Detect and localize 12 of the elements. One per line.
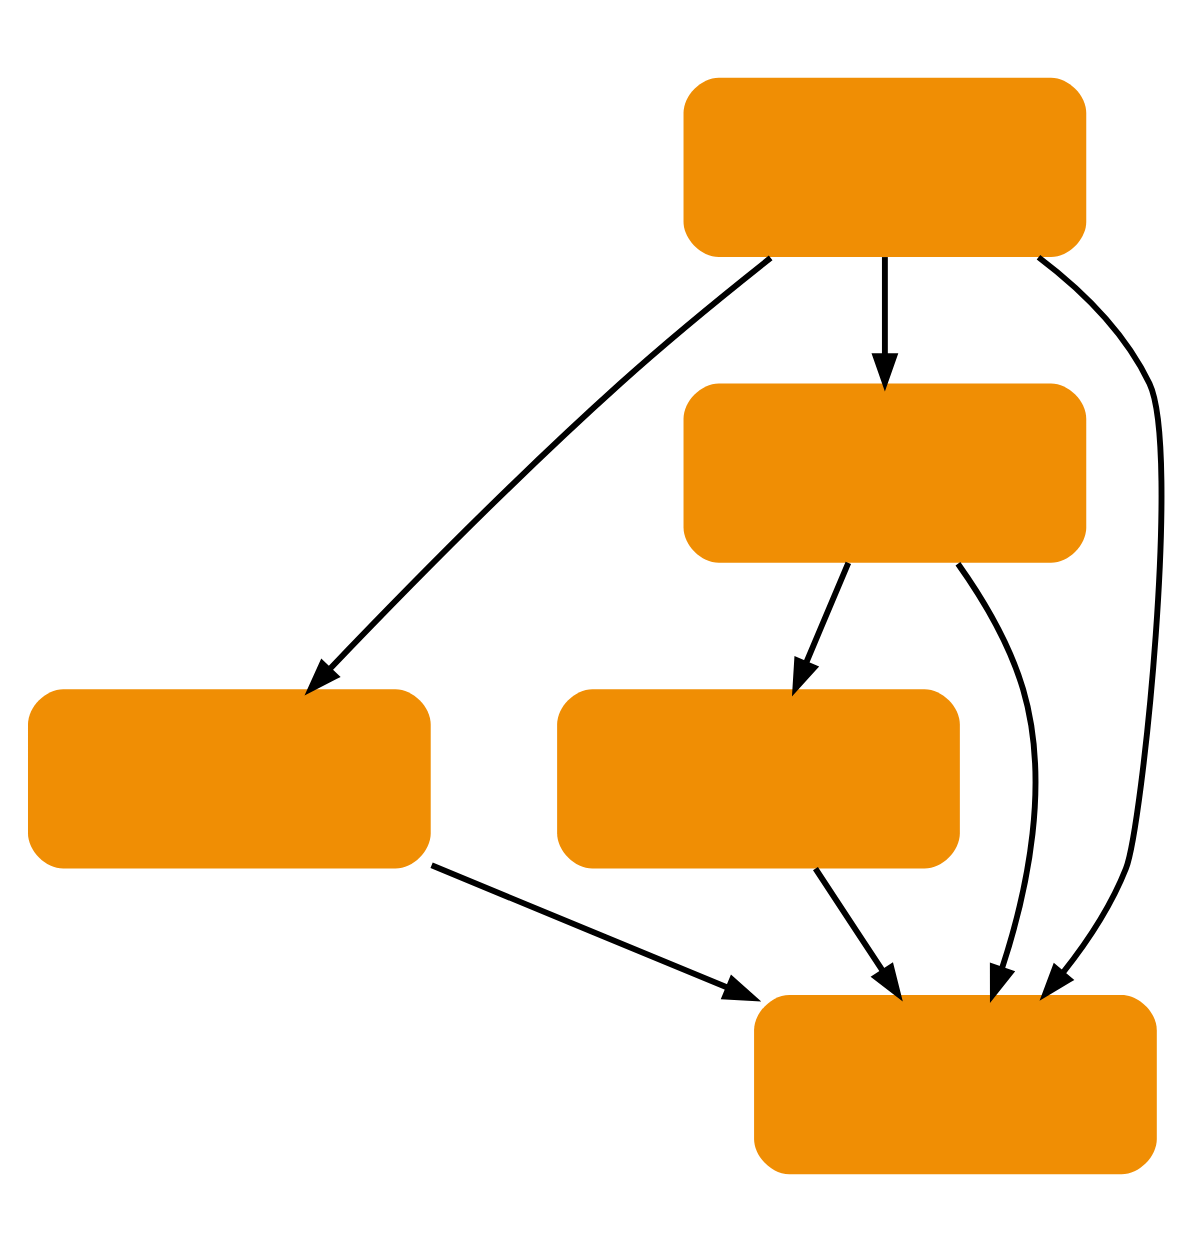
arrow xyxy=(871,256,899,391)
arrow xyxy=(791,560,852,696)
arrow xyxy=(430,861,762,1001)
arrow xyxy=(813,865,903,1001)
arrow xyxy=(1036,253,1165,1000)
node-box xyxy=(754,993,1157,1174)
node-box xyxy=(557,688,960,868)
node-box xyxy=(683,382,1087,562)
arrow xyxy=(304,254,773,695)
node-box xyxy=(683,76,1087,257)
node-box xyxy=(28,688,431,868)
arrow xyxy=(955,561,1039,1002)
